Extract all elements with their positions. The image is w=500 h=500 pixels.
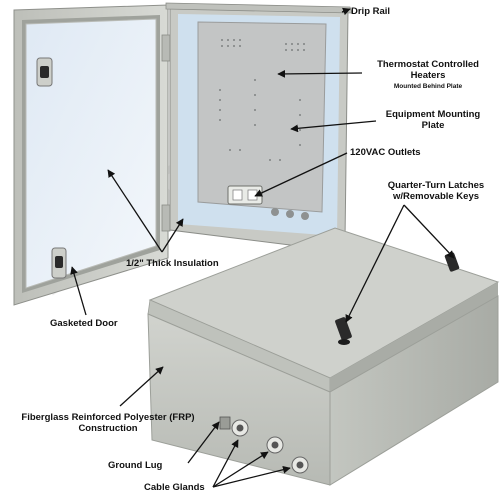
plate-holes-top: [221, 39, 305, 51]
callout-latches: Quarter-Turn Latches w/Removable Keys: [378, 180, 494, 202]
ground-lug-icon: [219, 416, 231, 430]
callout-heaters-line1: Thermostat Controlled: [377, 59, 479, 70]
callout-latches-line2: w/Removable Keys: [392, 191, 480, 202]
callout-ground-lug: Ground Lug: [108, 460, 163, 471]
leader-lines: [70, 7, 455, 488]
callout-heaters-note: Mounted Behind Plate: [393, 83, 463, 90]
cable-gland-icon: [231, 419, 309, 474]
callout-door: Gasketed Door: [50, 318, 118, 329]
callout-mounting-plate: Equipment Mounting Plate: [378, 109, 488, 131]
closed-enclosure: [147, 227, 500, 486]
open-cabinet: [165, 2, 353, 251]
callout-outlets: 120VAC Outlets: [350, 147, 421, 158]
callout-drip-rail: Drip Rail: [351, 6, 391, 17]
callout-frp: Fiberglass Reinforced Polyester (FRP) Co…: [3, 412, 213, 434]
callout-heaters: Thermostat Controlled Heaters Mounted Be…: [366, 59, 490, 92]
callout-mounting-line1: Equipment Mounting: [385, 109, 481, 120]
gasketed-door: [13, 4, 171, 306]
callout-mounting-line2: Plate: [421, 120, 445, 131]
callout-heaters-line2: Heaters: [410, 70, 446, 81]
callout-frp-line1: Fiberglass Reinforced Polyester (FRP): [21, 412, 195, 423]
callout-insulation: 1/2" Thick Insulation: [126, 258, 219, 269]
callout-cable-glands: Cable Glands: [144, 482, 205, 493]
callout-frp-line2: Construction: [78, 423, 138, 434]
callout-latches-line1: Quarter-Turn Latches: [387, 180, 485, 191]
